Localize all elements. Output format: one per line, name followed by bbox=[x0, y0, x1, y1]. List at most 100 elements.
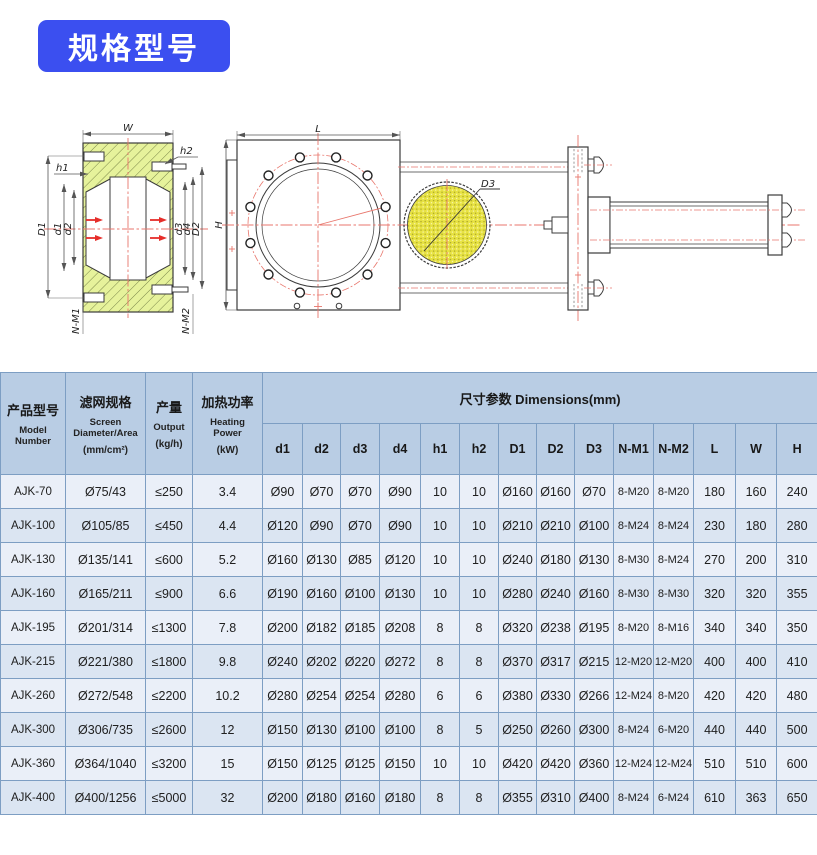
value-cell: ≤1800 bbox=[145, 644, 193, 679]
dim-col-header: h1 bbox=[420, 423, 460, 475]
value-cell: 200 bbox=[735, 542, 777, 577]
value-cell: Ø90 bbox=[379, 508, 421, 543]
value-cell: 230 bbox=[693, 508, 736, 543]
model-cell: AJK-70 bbox=[0, 474, 66, 509]
value-cell: Ø355 bbox=[498, 780, 537, 815]
value-cell: Ø240 bbox=[262, 644, 303, 679]
value-cell: 6 bbox=[420, 678, 460, 713]
value-cell: Ø300 bbox=[574, 712, 614, 747]
value-cell: 10 bbox=[420, 746, 460, 781]
value-cell: 160 bbox=[735, 474, 777, 509]
value-cell: Ø135/141 bbox=[65, 542, 146, 577]
value-cell: 8 bbox=[420, 644, 460, 679]
value-cell: 10 bbox=[459, 474, 499, 509]
value-cell: Ø254 bbox=[302, 678, 341, 713]
value-cell: 6-M20 bbox=[653, 712, 694, 747]
value-cell: 8-M24 bbox=[613, 780, 654, 815]
value-cell: ≤5000 bbox=[145, 780, 193, 815]
value-cell: Ø190 bbox=[262, 576, 303, 611]
dim-col-header: H bbox=[775, 423, 817, 475]
col-header-heating-en: Heating Power bbox=[210, 416, 245, 439]
value-cell: 355 bbox=[775, 576, 817, 611]
col-header-screen-unit: (mm/cm²) bbox=[82, 444, 128, 456]
value-cell: Ø150 bbox=[379, 746, 421, 781]
value-cell: ≤900 bbox=[145, 576, 193, 611]
value-cell: 3.4 bbox=[192, 474, 263, 509]
value-cell: ≤2200 bbox=[145, 678, 193, 713]
value-cell: Ø150 bbox=[262, 746, 303, 781]
section-view: W D1 d1 d2 d3 d4 D2 h1 h2 bbox=[37, 123, 208, 334]
dim-col-header: N-M2 bbox=[653, 423, 694, 475]
dim-col-header: d3 bbox=[340, 423, 380, 475]
value-cell: Ø208 bbox=[379, 610, 421, 645]
value-cell: 350 bbox=[775, 610, 817, 645]
value-cell: 12-M24 bbox=[613, 678, 654, 713]
value-cell: 8 bbox=[459, 644, 499, 679]
value-cell: 340 bbox=[693, 610, 736, 645]
dim-col-header: D3 bbox=[574, 423, 614, 475]
value-cell: Ø180 bbox=[379, 780, 421, 815]
value-cell: 10.2 bbox=[192, 678, 263, 713]
value-cell: Ø75/43 bbox=[65, 474, 146, 509]
value-cell: 310 bbox=[775, 542, 817, 577]
value-cell: ≤250 bbox=[145, 474, 193, 509]
value-cell: Ø120 bbox=[379, 542, 421, 577]
value-cell: 9.8 bbox=[192, 644, 263, 679]
value-cell: 15 bbox=[192, 746, 263, 781]
value-cell: 8-M24 bbox=[613, 712, 654, 747]
value-cell: Ø70 bbox=[574, 474, 614, 509]
dim-label-d3: d3 bbox=[174, 223, 185, 236]
value-cell: Ø400 bbox=[574, 780, 614, 815]
value-cell: 12-M24 bbox=[613, 746, 654, 781]
value-cell: Ø240 bbox=[536, 576, 575, 611]
value-cell: 8-M20 bbox=[613, 474, 654, 509]
value-cell: 6 bbox=[459, 678, 499, 713]
value-cell: 8-M20 bbox=[653, 474, 694, 509]
spec-table: 产品型号 Model Number 滤网规格 Screen Diameter/A… bbox=[0, 372, 817, 815]
value-cell: 6-M24 bbox=[653, 780, 694, 815]
value-cell: Ø370 bbox=[498, 644, 537, 679]
value-cell: Ø130 bbox=[302, 712, 341, 747]
dim-col-header: N-M1 bbox=[613, 423, 654, 475]
dim-col-header: D1 bbox=[498, 423, 537, 475]
col-header-dimensions: 尺寸参数 Dimensions(mm) bbox=[261, 372, 817, 424]
value-cell: Ø202 bbox=[302, 644, 341, 679]
value-cell: 12-M24 bbox=[653, 746, 694, 781]
value-cell: 8-M16 bbox=[653, 610, 694, 645]
value-cell: Ø160 bbox=[262, 542, 303, 577]
dim-label-D1: D1 bbox=[37, 222, 48, 236]
value-cell: 320 bbox=[693, 576, 736, 611]
value-cell: 600 bbox=[775, 746, 817, 781]
value-cell: 8 bbox=[420, 610, 460, 645]
value-cell: Ø280 bbox=[498, 576, 537, 611]
value-cell: 610 bbox=[693, 780, 736, 815]
value-cell: 400 bbox=[693, 644, 736, 679]
value-cell: Ø280 bbox=[262, 678, 303, 713]
dim-col-header: d2 bbox=[302, 423, 341, 475]
value-cell: 8-M24 bbox=[653, 542, 694, 577]
value-cell: Ø201/314 bbox=[65, 610, 146, 645]
value-cell: Ø90 bbox=[262, 474, 303, 509]
value-cell: Ø306/735 bbox=[65, 712, 146, 747]
value-cell: 270 bbox=[693, 542, 736, 577]
value-cell: Ø100 bbox=[379, 712, 421, 747]
value-cell: 8 bbox=[420, 712, 460, 747]
value-cell: 240 bbox=[775, 474, 817, 509]
value-cell: ≤600 bbox=[145, 542, 193, 577]
model-cell: AJK-400 bbox=[0, 780, 66, 815]
value-cell: Ø125 bbox=[340, 746, 380, 781]
value-cell: 4.4 bbox=[192, 508, 263, 543]
col-header-screen: 滤网规格 Screen Diameter/Area (mm/cm²) bbox=[65, 372, 146, 475]
dim-label-d1: d1 bbox=[53, 223, 64, 236]
value-cell: 10 bbox=[420, 576, 460, 611]
value-cell: Ø420 bbox=[498, 746, 537, 781]
dim-label-N-M1: N-M1 bbox=[71, 308, 82, 334]
model-cell: AJK-195 bbox=[0, 610, 66, 645]
value-cell: Ø317 bbox=[536, 644, 575, 679]
stud-bolts bbox=[83, 151, 189, 303]
